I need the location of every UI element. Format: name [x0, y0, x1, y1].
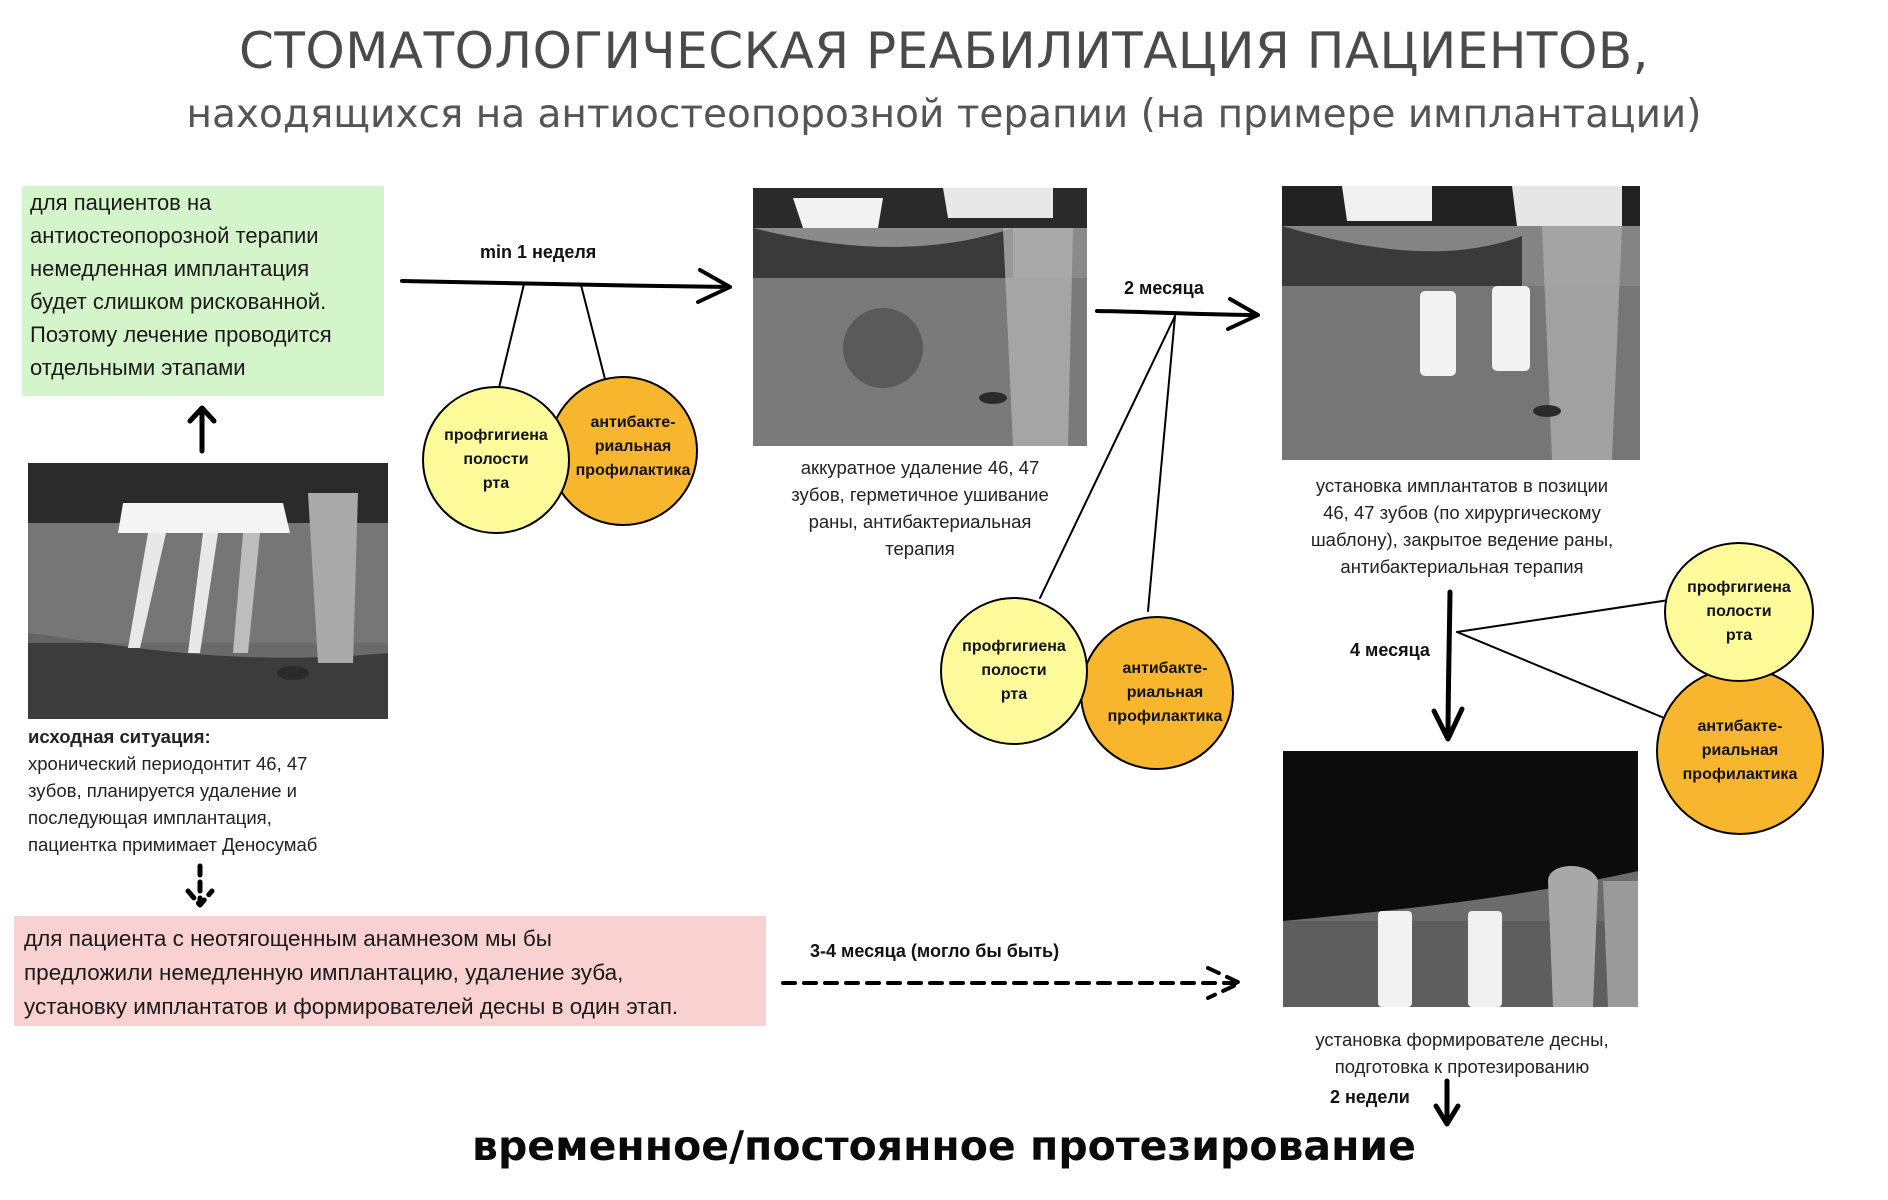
- circle-text: антибакте-: [590, 414, 676, 431]
- caption-line: зубов, герметичное ушивание: [791, 484, 1049, 505]
- circle-text: рта: [482, 475, 510, 492]
- green-note-line: немедленная имплантация: [30, 256, 310, 281]
- circle-text: антибакте-: [1122, 660, 1208, 677]
- page-subtitle: находящихся на антиостеопорозной терапии…: [186, 92, 1702, 137]
- green-note-line: Поэтому лечение проводится: [30, 322, 332, 347]
- circle-hygiene-2: профгигиена полости рта: [940, 597, 1088, 745]
- caption-line: установка имплантатов в позиции: [1315, 475, 1609, 496]
- circle-antibacterial-3: антибакте- риальная профилактика: [1656, 667, 1824, 835]
- initial-line: зубов, планируется удаление и: [28, 780, 297, 801]
- xray-initial: [28, 463, 388, 719]
- circle-text: полости: [463, 451, 529, 468]
- initial-line: пациентка примимает Деносумаб: [28, 834, 318, 855]
- caption-line: терапия: [885, 538, 955, 559]
- green-note-line: отдельными этапами: [30, 355, 246, 380]
- branch-hygiene-2: [1039, 315, 1176, 599]
- circle-text: профилактика: [1682, 766, 1798, 783]
- green-note: для пациентов на антиостеопорозной терап…: [22, 186, 384, 396]
- circle-text: профилактика: [1107, 708, 1223, 725]
- arrow-four-months: [1431, 589, 1465, 742]
- circle-antibacterial-2: антибакте- риальная профилактика: [1080, 616, 1234, 770]
- circle-text: полости: [981, 662, 1047, 679]
- circle-text: риальная: [594, 438, 672, 455]
- arrow-dashed-down: [185, 863, 215, 908]
- caption-line: установка формирователе десны,: [1315, 1029, 1609, 1050]
- label-min-week: min 1 неделя: [480, 242, 597, 262]
- healing-caption: установка формирователе десны, подготовк…: [1262, 1026, 1662, 1080]
- circle-text: профгигиена: [962, 638, 1066, 655]
- label-could-be: 3-4 месяца (могло бы быть): [810, 941, 1060, 961]
- green-note-line: для пациентов на: [30, 190, 212, 215]
- caption-line: аккуратное удаление 46, 47: [800, 457, 1040, 478]
- branch-hygiene-1: [497, 283, 525, 393]
- implants-caption: установка имплантатов в позиции 46, 47 з…: [1262, 472, 1662, 580]
- arrow-two-months: [1095, 297, 1260, 331]
- page-title: СТОМАТОЛОГИЧЕСКАЯ РЕАБИЛИТАЦИЯ ПАЦИЕНТОВ…: [238, 22, 1650, 80]
- label-four-months: 4 месяца: [1350, 640, 1430, 660]
- caption-line: раны, антибактериальная: [808, 511, 1032, 532]
- branch-antibacterial-1: [580, 284, 607, 384]
- caption-line: шаблону), закрытое ведение раны,: [1310, 529, 1614, 550]
- initial-heading: исходная ситуация:: [28, 726, 211, 747]
- arrow-two-weeks: [1433, 1078, 1461, 1127]
- circle-hygiene-1: профгигиена полости рта: [422, 386, 570, 534]
- caption-line: 46, 47 зубов (по хирургическому: [1323, 502, 1601, 523]
- initial-line: последующая имплантация,: [28, 807, 272, 828]
- xray-healing: [1283, 751, 1638, 1007]
- xray-extraction: [753, 188, 1087, 446]
- extraction-caption: аккуратное удаление 46, 47 зубов, гермет…: [753, 454, 1087, 562]
- xray-implants: [1282, 186, 1640, 460]
- pink-note-line: предложили немедленную имплантацию, удал…: [24, 960, 624, 985]
- initial-line: хронический периодонтит 46, 47: [28, 753, 308, 774]
- circle-text: рта: [1000, 686, 1028, 703]
- arrow-week: [400, 268, 732, 304]
- circle-text: риальная: [1126, 684, 1204, 701]
- circle-antibacterial-1: антибакте- риальная профилактика: [548, 376, 698, 526]
- pink-note-line: для пациента с неотягощенным анамнезом м…: [24, 926, 552, 951]
- branch-antibacterial-3: [1456, 631, 1670, 721]
- label-two-weeks: 2 недели: [1330, 1087, 1410, 1107]
- pink-note: для пациента с неотягощенным анамнезом м…: [14, 916, 766, 1026]
- caption-line: антибактериальная терапия: [1340, 556, 1584, 577]
- circle-text: профгигиена: [1687, 579, 1791, 596]
- circle-text: полости: [1706, 603, 1772, 620]
- circle-hygiene-3: профгигиена полости рта: [1664, 542, 1814, 682]
- label-two-months: 2 месяца: [1124, 278, 1204, 298]
- green-note-line: будет слишком рискованной.: [30, 289, 327, 314]
- branch-hygiene-3: [1456, 599, 1670, 633]
- branch-antibacterial-2: [1147, 315, 1176, 612]
- pink-note-line: установку имплантатов и формирователей д…: [24, 994, 679, 1019]
- final-outcome: временное/постоянное протезирование: [472, 1122, 1416, 1170]
- circle-text: профилактика: [575, 462, 691, 479]
- arrow-dashed-could-be: [781, 966, 1242, 1000]
- circle-text: рта: [1725, 627, 1753, 644]
- circle-text: антибакте-: [1697, 718, 1783, 735]
- arrow-up: [187, 405, 217, 454]
- green-note-line: антиостеопорозной терапии: [30, 223, 319, 248]
- caption-line: подготовка к протезированию: [1334, 1056, 1590, 1077]
- initial-caption: исходная ситуация: хронический периодонт…: [28, 723, 388, 858]
- circle-text: риальная: [1701, 742, 1779, 759]
- circle-text: профгигиена: [444, 427, 548, 444]
